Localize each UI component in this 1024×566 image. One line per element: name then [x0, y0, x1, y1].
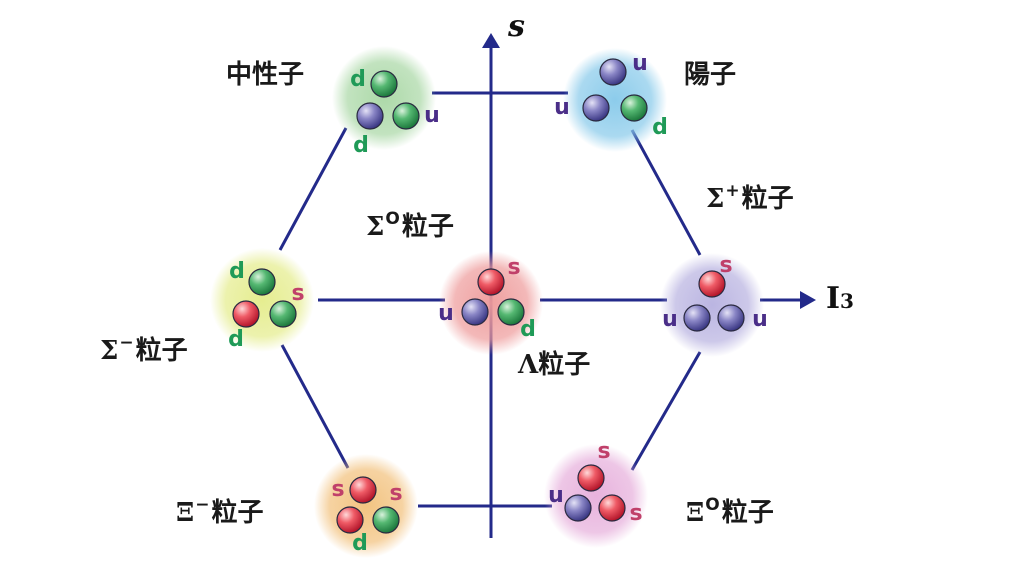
label-sigma-zero: ΣO粒子: [366, 211, 454, 242]
xi-zero-symbol: Ξ: [686, 498, 705, 528]
proton-glow: [563, 48, 667, 152]
xi-minus-symbol: Ξ: [176, 498, 195, 528]
xi-zero-quark-s-ball: [577, 464, 605, 492]
i3-axis-subscript: 3: [840, 289, 854, 313]
proton-quark-d-ball: [620, 94, 648, 122]
sigma-plus-quark-s-label: s: [719, 253, 732, 278]
xi-zero-name: 粒子: [721, 498, 774, 528]
i3-axis-letter: I: [826, 281, 841, 316]
neutron-quark-d-ball: [392, 102, 420, 130]
edge-bottom-left: [280, 344, 350, 469]
neutron-name: 中性子: [226, 60, 305, 90]
proton-quark-d-label: d: [652, 115, 668, 140]
sigma-minus-quark-d-label: d: [228, 327, 244, 352]
xi-minus-quark-s-ball: [336, 506, 364, 534]
neutron-cluster: d u d: [332, 46, 440, 158]
xi-zero-charge: O: [705, 495, 720, 515]
sigma-minus-quark-s-ball: [232, 300, 260, 328]
sigma-plus-quark-u-label: u: [752, 307, 768, 332]
xi-minus-quark-s-ball: [349, 476, 377, 504]
lambda-quark-s-label: s: [507, 255, 520, 280]
xi-zero-quark-u-label: u: [548, 483, 564, 508]
sigma-minus-symbol: Σ: [100, 336, 119, 366]
xi-zero-cluster: s u s: [544, 439, 648, 548]
lambda-symbol: Λ: [518, 350, 539, 380]
label-xi-minus: Ξ−粒子: [176, 497, 264, 528]
sigma-plus-quark-u-ball: [683, 304, 711, 332]
sigma-plus-quark-u-label: u: [662, 307, 678, 332]
lambda-quark-s-ball: [477, 268, 505, 296]
i3-axis: [760, 291, 816, 309]
sigma-minus-charge: −: [119, 333, 134, 353]
neutron-quark-u-label: u: [424, 103, 440, 128]
sigma-zero-charge: O: [385, 209, 400, 229]
lambda-cluster: s u d: [438, 251, 543, 355]
proton-cluster: u u d: [554, 48, 668, 152]
lambda-quark-d-label: d: [520, 317, 536, 342]
proton-quark-u-label: u: [554, 95, 570, 120]
xi-minus-quark-s-label: s: [331, 477, 344, 502]
proton-quark-u-label: u: [632, 51, 648, 76]
i3-axis-arrowhead: [800, 291, 816, 309]
xi-minus-quark-s-label: s: [389, 481, 402, 506]
sigma-minus-name: 粒子: [135, 336, 188, 366]
xi-zero-glow: [544, 444, 648, 548]
xi-minus-quark-d-ball: [372, 506, 400, 534]
sigma-minus-cluster: d s d: [210, 248, 314, 352]
label-proton: 陽子: [684, 62, 736, 88]
lambda-quark-u-label: u: [438, 301, 454, 326]
s-axis-arrowhead: [482, 33, 500, 48]
neutron-quark-d-label: d: [350, 67, 366, 92]
lambda-quark-d-ball: [497, 298, 525, 326]
lambda-quark-u-ball: [461, 298, 489, 326]
i3-axis-label: I3: [826, 284, 854, 314]
sigma-minus-quark-s-label: s: [291, 281, 304, 306]
lambda-name: 粒子: [538, 350, 591, 380]
xi-minus-charge: −: [195, 495, 210, 515]
proton-quark-u-ball: [599, 58, 627, 86]
s-axis-label: s: [508, 9, 525, 44]
sigma-plus-quark-u-ball: [717, 304, 745, 332]
sigma-minus-quark-d-label: d: [229, 259, 245, 284]
sigma-minus-quark-d-ball: [248, 268, 276, 296]
proton-name: 陽子: [684, 60, 737, 90]
sigma-zero-name: 粒子: [401, 212, 454, 242]
sigma-zero-symbol: Σ: [366, 212, 385, 242]
sigma-plus-symbol: Σ: [706, 184, 725, 214]
label-sigma-plus: Σ+粒子: [706, 183, 794, 214]
sigma-plus-cluster: s u u: [660, 253, 768, 357]
sigma-plus-quark-s-ball: [698, 270, 726, 298]
edge-bottom-right: [630, 351, 702, 471]
xi-minus-quark-d-label: d: [352, 531, 368, 556]
hexagon-edges: [278, 91, 702, 508]
neutron-quark-d-label: d: [353, 133, 369, 158]
sigma-minus-quark-d-ball: [269, 300, 297, 328]
xi-minus-name: 粒子: [211, 498, 264, 528]
neutron-quark-d-ball: [370, 70, 398, 98]
xi-zero-quark-s-label: s: [597, 439, 610, 464]
xi-zero-quark-s-label: s: [629, 501, 642, 526]
xi-zero-quark-u-ball: [564, 494, 592, 522]
xi-zero-quark-s-ball: [598, 494, 626, 522]
edge-top-right: [630, 129, 702, 256]
neutron-quark-u-ball: [356, 102, 384, 130]
label-lambda: Λ粒子: [518, 352, 590, 378]
proton-quark-u-ball: [582, 94, 610, 122]
sigma-plus-name: 粒子: [741, 184, 794, 214]
label-xi-zero: ΞO粒子: [686, 497, 774, 528]
sigma-plus-glow: [660, 253, 764, 357]
label-neutron: 中性子: [226, 62, 304, 88]
sigma-plus-charge: +: [725, 181, 740, 201]
label-sigma-minus: Σ−粒子: [100, 335, 188, 366]
neutron-glow: [332, 46, 436, 150]
edge-top-left: [278, 127, 348, 251]
lambda-glow: [439, 251, 543, 355]
